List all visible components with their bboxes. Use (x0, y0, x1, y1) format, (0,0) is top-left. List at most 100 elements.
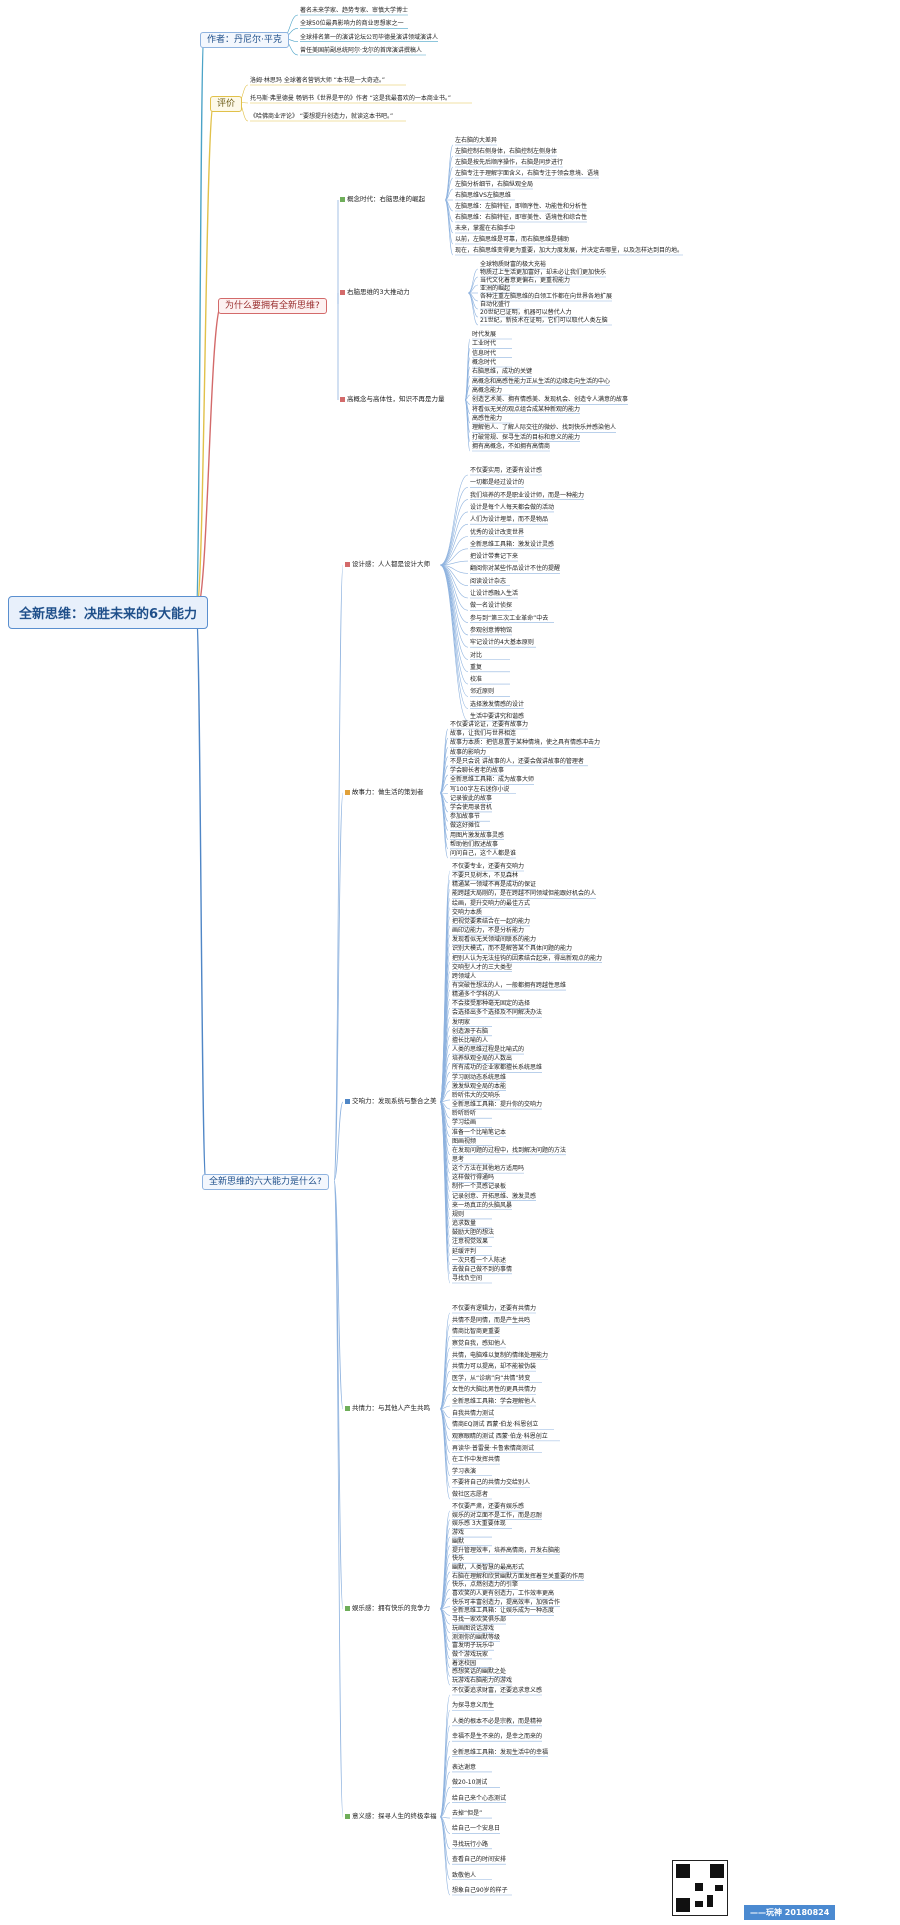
symphony-item[interactable]: 会选择出多个选择及不同解决办法 (452, 1009, 543, 1017)
symphony-item[interactable]: 思考 (452, 1155, 465, 1163)
play-item[interactable]: 测测你的幽默等级 (452, 1633, 501, 1641)
symphony-item[interactable]: 精通多个学科的人 (452, 991, 501, 999)
symphony-item[interactable]: 绘画，提升交响力的最佳方式 (452, 899, 531, 907)
author-note-item[interactable]: 全球50位最具影响力的商业思想家之一 (300, 20, 404, 28)
meaning-item[interactable]: 去掉“但是” (452, 1810, 483, 1818)
play-item[interactable]: 着迷校园 (452, 1659, 477, 1667)
symphony-item[interactable]: 交响型人才的三大类型 (452, 963, 513, 971)
play-item[interactable]: 娱乐感 3大重要体现 (452, 1520, 506, 1528)
play-item[interactable]: 娱乐的对立面不是工作，而是忍耐 (452, 1511, 543, 1519)
symphony-item[interactable]: 有突破性想法的人，一般都拥有跨越性思维 (452, 982, 567, 990)
symphony-item[interactable]: 发明家 (452, 1018, 471, 1026)
why-a-item[interactable]: 左脑分析细节，右脑纵观全局 (455, 181, 534, 188)
play-item[interactable]: 玩游戏右脑能力的游戏 (452, 1677, 513, 1684)
meaning-item[interactable]: 致敬他人 (452, 1871, 477, 1879)
symphony-item[interactable]: 一次只看一个人陈述 (452, 1256, 507, 1264)
symphony-item[interactable]: 画印边能力，不是分析能力 (452, 927, 525, 935)
ability-story[interactable]: 故事力：做生活的策划者 (345, 787, 424, 797)
symphony-item[interactable]: 在发现问题的过程中，找到解决问题的方法 (452, 1146, 567, 1154)
symphony-item[interactable]: 培养纵观全局的人数出 (452, 1055, 513, 1063)
empathy-item[interactable]: 再读华·普雷曼·卡鲁索情商测试 (452, 1444, 534, 1452)
design-item[interactable]: 把设计带奏记下来 (470, 553, 519, 561)
empathy-item[interactable]: 不仅要有逻辑力，还要有共情力 (452, 1305, 537, 1312)
author-topic[interactable]: 作者：丹尼尔·平克 (200, 32, 289, 48)
empathy-item[interactable]: 共情，电脑难以复制的情绪处理能力 (452, 1351, 549, 1359)
story-item[interactable]: 用图片激发故事灵感 (450, 831, 505, 839)
why-a-item[interactable]: 左脑思维：左脑特征，即顺序性、功能性和分析性 (455, 203, 588, 210)
story-item[interactable]: 做这好摊位 (450, 822, 481, 830)
ability-symphony[interactable]: 交响力：发现系统与整合之美 (345, 1096, 437, 1106)
meaning-item[interactable]: 人类的根本不必是宗教，而是精神 (452, 1717, 543, 1725)
play-item[interactable]: 玩画图说话游戏 (452, 1624, 495, 1632)
empathy-item[interactable]: 情商EQ测试 西蒙·伯龙·科恩创立 (452, 1421, 539, 1429)
why-c-item[interactable]: 时代发展 (472, 331, 497, 338)
empathy-item[interactable]: 共情力可以提高，却不能被伪装 (452, 1363, 537, 1371)
symphony-item[interactable]: 追求数量 (452, 1220, 477, 1228)
design-item[interactable]: 翻阅你对某些作品设计不住的提醒 (470, 565, 561, 573)
why-b-item[interactable]: 亚洲的崛起 (480, 285, 511, 292)
why-b-item[interactable]: 当代文化着意更偏右，更重视能力 (480, 277, 571, 284)
symphony-item[interactable]: 跨领域人 (452, 972, 477, 980)
why-c-item[interactable]: 打破常规、探寻生活的目标和意义的能力 (472, 433, 581, 441)
symphony-item[interactable]: 交响力本质 (452, 908, 483, 916)
empathy-item[interactable]: 医学，从“诊病”向“共情”转变 (452, 1374, 531, 1382)
meaning-item[interactable]: 想象自己90岁的样子 (452, 1887, 508, 1894)
play-item[interactable]: 右脑在理解和欣赏幽默方面发挥着至关重要的作用 (452, 1572, 585, 1580)
play-item[interactable]: 寻找一家欢笑俱乐部 (452, 1616, 507, 1624)
empathy-item[interactable]: 在工作中发挥共情 (452, 1456, 501, 1464)
empathy-item[interactable]: 做社区志愿者 (452, 1491, 489, 1498)
play-item[interactable]: 幽默 (452, 1537, 465, 1545)
symphony-item[interactable]: 规则 (452, 1210, 465, 1218)
story-item[interactable]: 不是只会说 讲故事的人，还要会做讲故事的管理者 (450, 757, 584, 765)
why-b-item[interactable]: 各种注重左脑思维的白领工作都在向世界各地扩展 (480, 293, 613, 300)
why-topic[interactable]: 为什么要拥有全新思维? (218, 298, 327, 314)
symphony-item[interactable]: 学习绘画 (452, 1119, 477, 1127)
empathy-item[interactable]: 察觉自我，感知他人 (452, 1339, 507, 1347)
why-c-item[interactable]: 信息时代 (472, 349, 497, 357)
design-item[interactable]: 校准 (470, 676, 483, 684)
design-item[interactable]: 重复 (470, 663, 483, 671)
meaning-item[interactable]: 查看自己的时间安排 (452, 1856, 507, 1864)
symphony-item[interactable]: 制作一个灵感记录板 (452, 1183, 507, 1191)
why-c-item[interactable]: 高感性能力 (472, 415, 503, 422)
design-item[interactable]: 做一名设计侦探 (470, 602, 513, 610)
why-a-item[interactable]: 左右脑的大差异 (455, 137, 498, 144)
author-note-item[interactable]: 全球排名第一的演讲论坛公司毕德曼演讲领域演讲人 (300, 33, 439, 41)
symphony-item[interactable]: 能跨越大局刚的，是在跨越不同领域但能跟好机会的人 (452, 890, 597, 898)
meaning-item[interactable]: 寻找玩行小路 (452, 1840, 489, 1848)
story-item[interactable]: 参加故事节 (450, 813, 481, 821)
why-a-item[interactable]: 右脑思维VS左脑思维 (455, 192, 511, 199)
root-topic[interactable]: 全新思维：决胜未来的6大能力 (8, 596, 209, 629)
story-item[interactable]: 故事力本质：把信息置于某种情境，使之具有情感冲击力 (450, 739, 601, 747)
story-item[interactable]: 问问自己，这个人都是谁 (450, 850, 517, 857)
design-item[interactable]: 参与到“第三次工业革命”中去 (470, 614, 549, 622)
why-section-3[interactable]: 高概念与高体性，知识不再是力量 (340, 394, 445, 404)
why-a-item[interactable]: 左脑控制右侧身体，右脑控制左侧身体 (455, 148, 558, 155)
story-item[interactable]: 不仅要讲论证，还要有故事力 (450, 721, 529, 728)
design-item[interactable]: 阅读设计杂志 (470, 577, 507, 585)
why-a-item[interactable]: 未来，掌握在右脑手中 (455, 225, 516, 232)
empathy-item[interactable]: 女性的大脑比男性的更具共情力 (452, 1386, 537, 1394)
why-c-item[interactable]: 将看似无关的观点组合成某种新观的能力 (472, 405, 581, 413)
symphony-item[interactable]: 学习剧动态系统思维 (452, 1073, 507, 1081)
design-item[interactable]: 设计是每个人每天都会做的活动 (470, 503, 555, 511)
author-note-item[interactable]: 著名未来学家、趋势专家、审慎大学博士 (300, 7, 409, 14)
design-item[interactable]: 我们培养的不是职业设计师，而是一种能力 (470, 491, 585, 499)
author-note-item[interactable]: 曾任美国前副总统阿尔·戈尔的首席演讲撰稿人 (300, 47, 422, 54)
story-item[interactable]: 故事的影响力 (450, 748, 487, 756)
story-item[interactable]: 记录彼此的故事 (450, 794, 493, 802)
meaning-item[interactable]: 做20-10测试 (452, 1779, 488, 1787)
play-item[interactable]: 喜欢笑的人更有创造力，工作效率更高 (452, 1590, 555, 1597)
design-item[interactable]: 邻近原则 (470, 688, 495, 696)
play-item[interactable]: 不仅要严肃，还要有娱乐感 (452, 1503, 525, 1510)
design-item[interactable]: 优秀的设计改变世界 (470, 528, 525, 536)
meaning-item[interactable]: 表达谢意 (452, 1763, 477, 1771)
symphony-item[interactable]: 激发纵观全局的本能 (452, 1082, 507, 1090)
symphony-item[interactable]: 鼓励大胆的想法 (452, 1229, 495, 1237)
design-item[interactable]: 不仅要实用，还要有设计感 (470, 467, 543, 474)
symphony-item[interactable]: 人类的思维过程是比喻式的 (452, 1046, 525, 1054)
symphony-item[interactable]: 不仅要专业，还要有交响力 (452, 863, 525, 870)
why-c-item[interactable]: 拥有高概念，不如拥有高情商 (472, 443, 551, 450)
play-item[interactable]: 快乐，点燃创造力的引擎 (452, 1581, 519, 1589)
ability-play[interactable]: 娱乐感：拥有快乐的竞争力 (345, 1603, 430, 1613)
